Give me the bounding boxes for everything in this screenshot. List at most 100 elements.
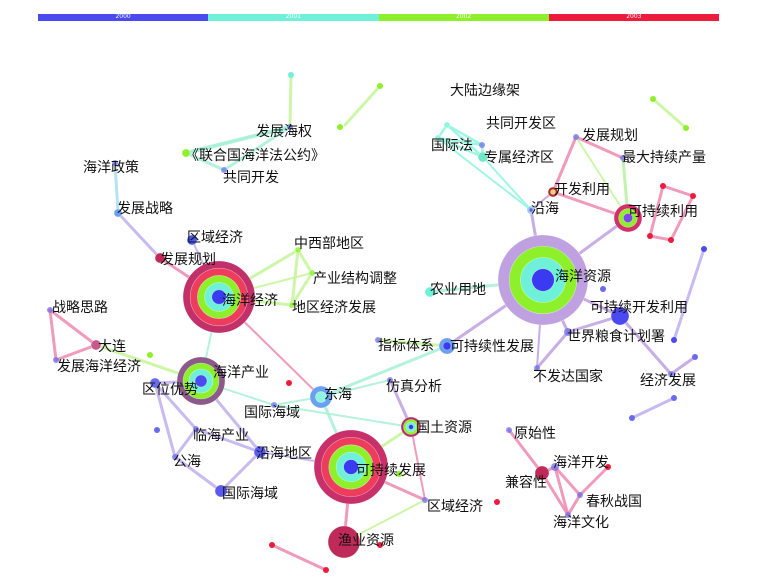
timeline-legend: 2000 2001 2002 2003 (38, 13, 719, 21)
minor-node-dot (288, 72, 294, 78)
cooccurrence-edge (566, 493, 582, 517)
timeline-year-label: 2002 (455, 13, 472, 20)
node-ring (90, 339, 102, 351)
keyword-label: 世界粮食计划署 (567, 328, 665, 345)
keyword-node-n49[interactable] (327, 525, 361, 559)
keyword-node-n04[interactable] (477, 151, 489, 163)
link-edge (343, 84, 382, 127)
keyword-node-n41[interactable] (313, 429, 389, 505)
keyword-node-n21[interactable] (47, 307, 53, 313)
keyword-node-n33[interactable] (149, 377, 161, 389)
cooccurrence-edge (553, 465, 582, 497)
node-circle (506, 427, 512, 433)
keyword-label: 可持续发展 (356, 462, 426, 479)
keyword-node-n13[interactable] (112, 160, 118, 166)
cooccurrence-edge (273, 404, 412, 428)
keyword-node-n12[interactable] (221, 167, 227, 173)
keyword-node-n24[interactable] (497, 234, 589, 326)
keyword-node-n05[interactable] (573, 134, 579, 140)
keyword-node-n07[interactable] (547, 186, 559, 198)
keyword-node-n11[interactable] (181, 148, 191, 158)
keyword-node-n37[interactable] (193, 426, 199, 432)
keyword-node-n06[interactable] (620, 155, 626, 161)
keyword-node-n46[interactable] (534, 465, 550, 481)
keyword-node-n14[interactable] (113, 208, 123, 218)
node-ring (113, 208, 123, 218)
cooccurrence-edge (436, 136, 484, 147)
cooccurrence-edge (319, 344, 449, 399)
keyword-node-n20[interactable] (182, 260, 256, 334)
node-ring (534, 465, 550, 481)
minor-node-dot (377, 83, 383, 89)
node-circle (573, 134, 579, 140)
keyword-label: 农业用地 (430, 282, 486, 298)
node-ring (214, 484, 228, 498)
node-layer (47, 72, 707, 573)
minor-node-dot (683, 125, 689, 131)
keyword-node-n02[interactable] (479, 142, 485, 148)
keyword-node-n47[interactable] (577, 492, 583, 498)
keyword-node-n48[interactable] (565, 512, 571, 518)
cooccurrence-edge (320, 379, 391, 398)
keyword-label: 中西部地区 (294, 236, 364, 252)
keyword-label: 国际海域 (244, 405, 300, 421)
keyword-node-n43[interactable] (422, 497, 428, 503)
keyword-label: 临海产业 (193, 428, 249, 444)
node-ring (528, 207, 534, 213)
link-edge (648, 184, 665, 238)
keyword-label: 海洋政策 (83, 159, 139, 176)
keyword-node-n01[interactable] (443, 121, 451, 129)
keyword-node-n34[interactable] (309, 385, 333, 409)
node-ring (610, 306, 630, 326)
keyword-node-n19[interactable] (288, 301, 296, 309)
keyword-node-n08[interactable] (526, 205, 536, 215)
keyword-node-n22[interactable] (90, 339, 102, 351)
keyword-label: 地区经济发展 (292, 300, 376, 316)
keyword-node-n03[interactable] (434, 134, 442, 142)
keyword-node-n16[interactable] (154, 252, 166, 264)
keyword-node-n26[interactable] (610, 306, 630, 326)
cooccurrence-edge (48, 308, 98, 347)
keyword-node-n18[interactable] (308, 269, 316, 277)
keyword-node-n40[interactable] (172, 454, 178, 460)
keyword-node-n32[interactable] (176, 356, 226, 406)
keyword-node-n31[interactable] (668, 371, 674, 377)
keyword-node-n39[interactable] (400, 416, 422, 438)
cooccurrence-edge (376, 338, 449, 348)
cooccurrence-edge (222, 125, 292, 172)
node-ring (424, 286, 436, 298)
keyword-node-n10[interactable] (287, 124, 293, 130)
node-circle (565, 512, 571, 518)
keyword-node-n44[interactable] (506, 427, 512, 433)
keyword-label: 海洋资源 (555, 269, 611, 285)
keyword-node-n09[interactable] (613, 203, 643, 233)
keyword-label: 东海 (324, 387, 352, 403)
node-ring (211, 289, 227, 305)
keyword-node-n42[interactable] (214, 484, 228, 498)
keyword-label: 区域经济 (187, 230, 243, 246)
keyword-node-n29[interactable] (438, 337, 456, 355)
keyword-label: 战略思路 (52, 300, 108, 316)
keyword-node-n30[interactable] (534, 365, 540, 371)
keyword-label: 发展规划 (582, 128, 638, 144)
node-ring (327, 525, 361, 559)
keyword-node-n23[interactable] (53, 357, 59, 363)
keyword-node-n27[interactable] (564, 328, 572, 336)
node-ring (288, 301, 296, 309)
node-ring (308, 269, 316, 277)
minor-node-dot (650, 96, 656, 102)
keyword-label: 最大持续产量 (622, 149, 706, 166)
keyword-node-n38[interactable] (253, 445, 267, 459)
keyword-node-n45[interactable] (551, 463, 559, 471)
keyword-node-n36[interactable] (271, 402, 277, 408)
keyword-label: 仿真分析 (386, 379, 442, 395)
keyword-node-n25[interactable] (424, 286, 436, 298)
keyword-label: 兼容性 (505, 474, 547, 491)
cooccurrence-edge (551, 135, 578, 194)
keyword-label: 海洋经济 (222, 293, 278, 309)
keyword-node-n17[interactable] (294, 246, 302, 254)
keyword-node-n15[interactable] (186, 234, 198, 246)
keyword-node-n35[interactable] (387, 377, 393, 383)
keyword-node-n28[interactable] (375, 337, 381, 343)
node-circle (551, 463, 559, 471)
